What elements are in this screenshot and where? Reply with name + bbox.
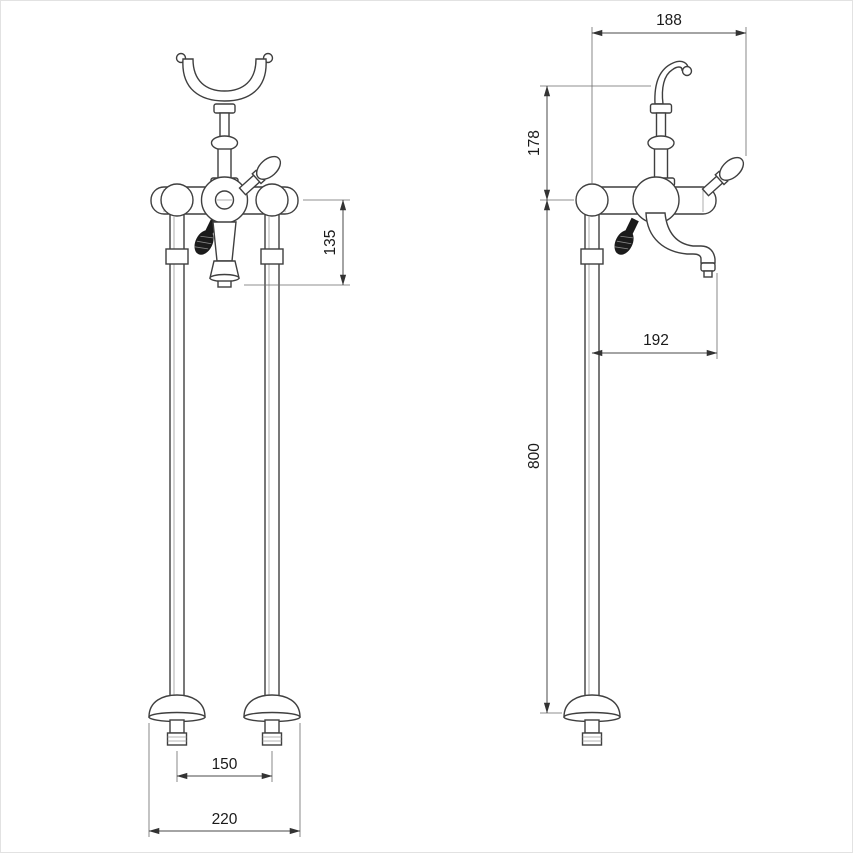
dimension-label-800: 800: [526, 443, 543, 469]
dimension-label-188: 188: [656, 12, 682, 29]
dimension-label-150: 150: [212, 756, 238, 773]
side-mixer-body: [575, 176, 717, 224]
side-spout: [645, 212, 716, 278]
dimension-front-inlet-spacing: 150: [176, 751, 273, 782]
dimension-side-cradle-height: 178: [526, 85, 651, 201]
front-support-column: [210, 103, 239, 187]
dimension-side-spout-reach: 192: [591, 273, 718, 359]
front-right-elbow: [255, 183, 289, 217]
handset-cradle: [175, 52, 274, 102]
front-mixer-body: [150, 176, 299, 224]
side-dark-lever: [610, 215, 643, 258]
dimension-label-178: 178: [526, 130, 543, 156]
side-riser-pipe: [584, 210, 600, 704]
side-floor-base: [563, 694, 621, 746]
front-left-riser-pipe: [169, 210, 185, 704]
front-right-coupling-nut: [260, 248, 284, 265]
side-white-lever: [699, 152, 749, 200]
dimension-side-top-offset: 188: [591, 12, 747, 183]
front-left-coupling-nut: [165, 248, 189, 265]
dimension-front-base-width: 220: [148, 723, 301, 837]
side-view: 188 178 192 800: [526, 12, 749, 746]
front-view: 135 150 220: [148, 52, 350, 837]
front-right-floor-base: [243, 694, 301, 746]
front-left-floor-base: [148, 694, 206, 746]
side-elbow: [575, 183, 609, 217]
side-support-column: [646, 103, 676, 187]
dimension-front-spout-drop: 135: [244, 199, 350, 286]
front-left-elbow: [160, 183, 194, 217]
side-coupling-nut: [580, 248, 604, 265]
dimension-side-column-height: 800: [526, 199, 562, 714]
dimension-label-135: 135: [322, 230, 339, 256]
front-spout: [209, 221, 240, 288]
dimension-label-192: 192: [643, 332, 669, 349]
dimension-label-220: 220: [212, 811, 238, 828]
side-cradle-hook: [654, 60, 693, 105]
